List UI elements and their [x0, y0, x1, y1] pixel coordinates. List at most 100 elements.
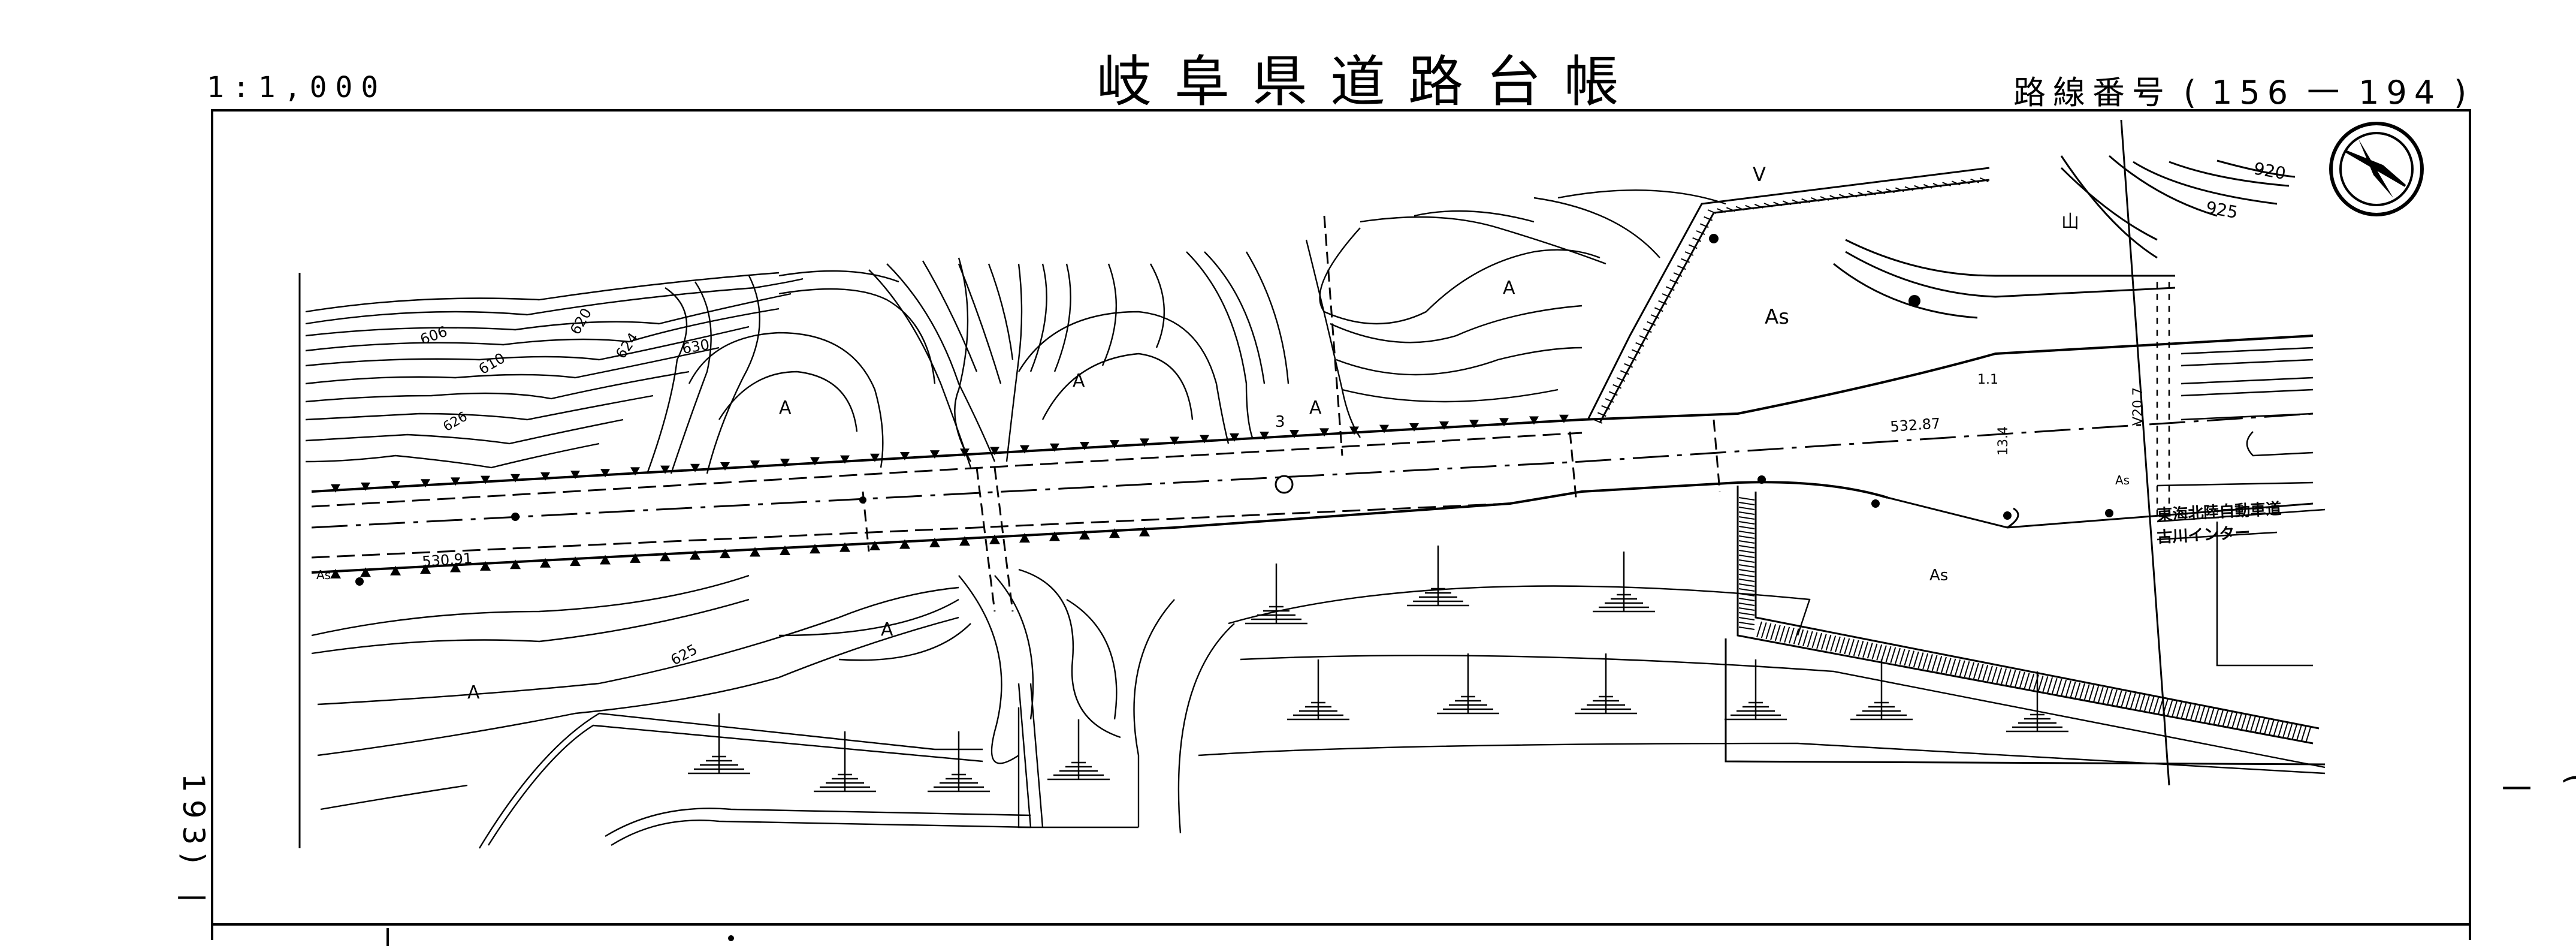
hatch-line [2236, 713, 2242, 730]
hatch-line [1867, 190, 1876, 195]
mountain-symbol: 山 [2061, 212, 2079, 233]
hatch-line [1917, 652, 1924, 668]
contours-center [688, 189, 1726, 468]
hatch-line [1779, 625, 1786, 642]
slope-tick [810, 457, 820, 466]
hatch-line [2001, 668, 2007, 685]
right-paren: ( [2560, 773, 2576, 785]
hatch-line [1639, 335, 1648, 340]
slope-tick [360, 567, 371, 577]
hatch-line [1839, 637, 1846, 653]
hatch-line [2245, 715, 2252, 731]
hatch-line [1904, 649, 1910, 666]
hatch-line [1810, 197, 1820, 202]
left-sheet-number: 193) [176, 773, 211, 871]
hatch-line [1825, 634, 1832, 651]
hatch-line [1991, 666, 1998, 683]
route-to: 194 [2358, 74, 2442, 112]
hatch-line [2121, 691, 2127, 707]
land-use-label-a4: A [1503, 278, 1515, 299]
land-use-label-as-lower: As [1929, 567, 1948, 585]
slope-tick [510, 559, 521, 570]
hatch-line [2153, 697, 2160, 714]
slope-tick [630, 467, 640, 476]
contour-label-920: 920 [2252, 158, 2287, 183]
slope-tick [1139, 526, 1150, 537]
road-upper-dashed [311, 432, 1583, 508]
hatch-line [1738, 602, 1755, 606]
hatch-line [1601, 405, 1611, 410]
hatch-line [2172, 701, 2178, 717]
hatch-line [1807, 631, 1813, 647]
hatch-line [1738, 497, 1755, 501]
hatch-line [1774, 625, 1781, 641]
right-edge-label: ( 一 [2493, 773, 2576, 803]
hatch-line [1681, 258, 1690, 263]
hatch-line [2139, 695, 2146, 711]
land-use-label-a1: A [779, 397, 792, 418]
slope-tick [899, 539, 910, 549]
v-mark-label: V [1753, 163, 1766, 186]
hatch-line [2167, 700, 2173, 716]
slope-tick [1110, 440, 1119, 449]
route-dash: 一 [2307, 74, 2347, 112]
slope-tick [600, 555, 611, 565]
land-use-label-a2: A [1073, 370, 1085, 391]
hatch-line [1858, 191, 1867, 197]
upper-slope-ticks [331, 414, 1569, 493]
slope-tick [1409, 423, 1419, 432]
slope-tick [750, 547, 760, 557]
utility-poles [355, 234, 2113, 586]
hatch-line [1876, 189, 1886, 194]
slope-tick [361, 482, 370, 491]
contour-label-610: 610 [476, 350, 508, 378]
hatch-line [1650, 314, 1660, 319]
slope-tick [930, 450, 940, 459]
hatch-line [1717, 208, 1726, 213]
road-name-leaders [2157, 508, 2326, 541]
hatch-line [2190, 704, 2196, 721]
slope-tick [839, 542, 850, 552]
hatch-line [2125, 692, 2131, 709]
hatch-line [1669, 279, 1679, 284]
hatch-line [1738, 511, 1755, 515]
hatch-line [1895, 647, 1901, 664]
route-from: 156 [2212, 74, 2296, 112]
hatch-line [2227, 712, 2233, 728]
hatch-line [1876, 644, 1883, 661]
slope-tick [1020, 445, 1029, 454]
hatch-line [2097, 686, 2104, 703]
hatch-line [1834, 636, 1841, 653]
hatch-line [1696, 230, 1705, 235]
hatch-line [1792, 199, 1801, 204]
slope-tick [990, 447, 999, 456]
map-grid-line [2120, 119, 2170, 786]
hatch-line [1793, 628, 1799, 645]
hatch-line [1923, 183, 1932, 189]
hatch-line [1931, 655, 1938, 671]
hatch-line [1979, 177, 1989, 182]
hatch-line [1987, 665, 1993, 682]
hatch-line [2268, 719, 2275, 736]
hatch-line [1788, 627, 1795, 644]
hatch-line [2157, 698, 2164, 715]
road-name-interchange: 古川インター [2157, 524, 2251, 547]
hatch-line [1830, 635, 1837, 652]
hatch-line [2291, 724, 2298, 740]
hatch-line [2051, 677, 2058, 694]
hatch-line [1886, 188, 1895, 194]
chainage-label-right: 532.87 [1889, 415, 1941, 435]
hatch-line [1735, 206, 1745, 211]
legend-divider [211, 923, 2471, 926]
slope-tick [1170, 436, 1179, 445]
hatch-line [2037, 675, 2044, 692]
slope-tick [1080, 441, 1089, 450]
dimension-label-13-4: 13.4 [1996, 426, 2011, 456]
hatch-line [1754, 203, 1763, 209]
hatch-line [1760, 622, 1767, 638]
hatch-line [1970, 178, 1980, 183]
hatch-line [1665, 286, 1675, 291]
slope-tick [1559, 414, 1569, 423]
hatch-line [1955, 659, 1961, 676]
hatch-line [2162, 699, 2169, 715]
